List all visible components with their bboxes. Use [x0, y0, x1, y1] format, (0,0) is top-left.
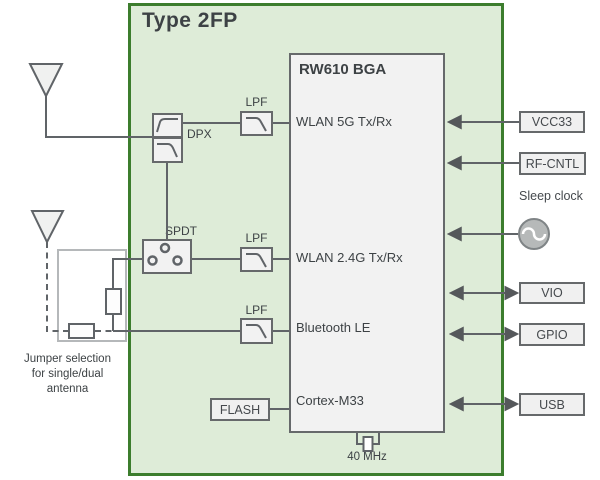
gpio-box: GPIO	[519, 323, 585, 346]
flash-box: FLASH	[210, 398, 270, 421]
dpx-lowpass-box	[152, 137, 183, 163]
jumper-resistor-vertical	[105, 288, 122, 315]
jumper-resistor-horizontal	[68, 323, 95, 339]
jumper-note: Jumper selection for single/dual antenna	[10, 352, 125, 397]
lpf-24g-label: LPF	[245, 231, 268, 245]
usb-label: USB	[539, 397, 565, 412]
dpx-label: DPX	[187, 127, 212, 141]
module-title: Type 2FP	[142, 9, 238, 32]
lpf-ble-label: LPF	[245, 303, 268, 317]
rf-cntl-box: RF-CNTL	[519, 152, 586, 175]
jumper-note-line1: Jumper selection	[24, 353, 111, 365]
spdt-label: SPDT	[165, 224, 198, 238]
jumper-note-line3: antenna	[46, 383, 89, 395]
sine-wave-icon	[518, 218, 550, 250]
jumper-note-line2: for single/dual	[31, 368, 104, 380]
lpf-ble-box	[240, 318, 273, 344]
lpf-5g-box	[240, 111, 273, 136]
sleep-clock-label: Sleep clock	[519, 189, 583, 203]
chip-title: RW610 BGA	[299, 61, 387, 78]
port-label-wlan-5g: WLAN 5G Tx/Rx	[296, 114, 392, 129]
flash-label: FLASH	[219, 402, 261, 417]
vio-box: VIO	[519, 282, 585, 304]
port-label-bluetooth-le: Bluetooth LE	[296, 320, 371, 335]
usb-box: USB	[519, 393, 585, 416]
dpx-highpass-box	[152, 113, 183, 138]
lpf-5g-label: LPF	[245, 95, 268, 109]
chip-box	[289, 53, 445, 433]
spdt-switch-box	[142, 239, 192, 274]
port-label-wlan-24g: WLAN 2.4G Tx/Rx	[296, 250, 403, 265]
crystal-frequency-label: 40 MHz	[347, 451, 387, 463]
vio-label: VIO	[541, 286, 563, 300]
rf-cntl-label: RF-CNTL	[525, 156, 580, 171]
vcc33-label: VCC33	[531, 115, 573, 129]
port-label-cortex-m33: Cortex-M33	[296, 393, 364, 408]
lpf-24g-box	[240, 247, 273, 272]
gpio-label: GPIO	[536, 327, 568, 342]
vcc33-box: VCC33	[519, 111, 585, 133]
